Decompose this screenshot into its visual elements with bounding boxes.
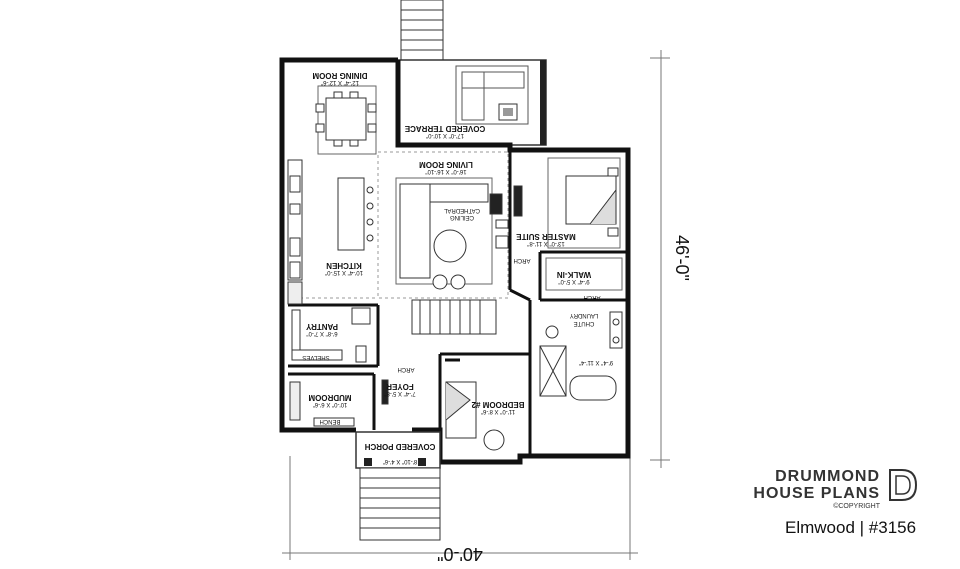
living-label: LIVING ROOM <box>419 160 473 169</box>
width-dimension: 40'-0" <box>437 544 483 564</box>
laundry-1: LAUNDRY <box>570 312 599 318</box>
interior-stair <box>411 299 497 335</box>
dining-table <box>315 85 377 155</box>
bedroom2-dims: 11'-0" X 8'-6" <box>481 408 515 414</box>
walkin-dims: 9'-4" X 5'-0" <box>558 278 589 284</box>
bench-label: BENCH <box>319 418 340 424</box>
terrace-area <box>397 59 547 146</box>
room-labels: DINING ROOM 12'-4" X 12'-6" COVERED TERR… <box>302 71 613 464</box>
bath-dims: 9'-4" X 11'-4" <box>579 359 613 365</box>
dining-label: DINING ROOM <box>312 71 367 80</box>
dining-dims: 12'-4" X 12'-6" <box>321 79 359 85</box>
pantry-label: PANTRY <box>305 322 338 331</box>
shelves-label: SHELVES <box>302 354 329 360</box>
laundry-2: CHUTE <box>574 320 595 326</box>
walkin-label: WALK-IN <box>557 270 591 279</box>
arch-foyer: ARCH <box>397 366 414 372</box>
brand-copyright: ©COPYRIGHT <box>833 503 880 510</box>
front-porch <box>355 431 441 541</box>
bath-fixtures <box>539 311 623 401</box>
pantry-shelves <box>291 309 367 363</box>
foyer-label: FOYER <box>386 382 414 391</box>
brand-logo-icon <box>889 469 918 501</box>
terrace-dims: 17'-0" X 10'-0" <box>426 132 464 138</box>
master-dims: 13'-0" X 11'-8" <box>527 240 564 246</box>
interior-walls <box>288 150 628 456</box>
plan-caption: Elmwood | #3156 <box>785 518 917 537</box>
terrace-label: COVERED TERRACE <box>404 124 485 133</box>
porch-label-1: COVERED PORCH <box>364 442 435 451</box>
cathedral-2: CEILING <box>450 214 474 220</box>
master-bed <box>513 157 621 249</box>
brand-block: DRUMMOND HOUSE PLANS ©COPYRIGHT <box>753 468 880 511</box>
pantry-dims: 6'-8" X 7'-0" <box>306 330 337 336</box>
bedroom2-label: BEDROOM #2 <box>471 400 524 409</box>
living-furniture <box>395 177 509 290</box>
kitchen-label: KITCHEN <box>326 261 362 270</box>
walkin-fixtures <box>545 257 623 291</box>
brand-line-2: HOUSE PLANS <box>753 485 880 502</box>
mudroom-label: MUDROOM <box>308 393 351 402</box>
dimension-lines <box>282 50 670 560</box>
master-label: MASTER SUITE <box>516 232 576 241</box>
arch-master: ARCH <box>513 257 530 263</box>
bedroom2-furniture <box>445 381 505 451</box>
kitchen-dims: 10'-4" X 15'-0" <box>325 269 363 275</box>
mudroom-dims: 10'-0" X 6'-6" <box>313 401 348 407</box>
rear-stairs <box>400 0 444 61</box>
dashed-ceiling-lines <box>288 151 509 299</box>
cathedral-1: CATHEDRAL <box>443 207 480 213</box>
entry-fixtures <box>289 379 389 427</box>
kitchen-fixtures <box>287 159 374 325</box>
brand-line-1: DRUMMOND <box>775 468 880 485</box>
foyer-dims: 7'-4" X 5'-8" <box>384 390 415 396</box>
living-dims: 16'-0" X 16'-10" <box>425 168 466 174</box>
depth-dimension: 46'-0" <box>672 235 692 281</box>
arch-walkin: ARCH <box>583 294 600 300</box>
porch-dims: 8'-10" X 4'-6" <box>383 458 418 464</box>
